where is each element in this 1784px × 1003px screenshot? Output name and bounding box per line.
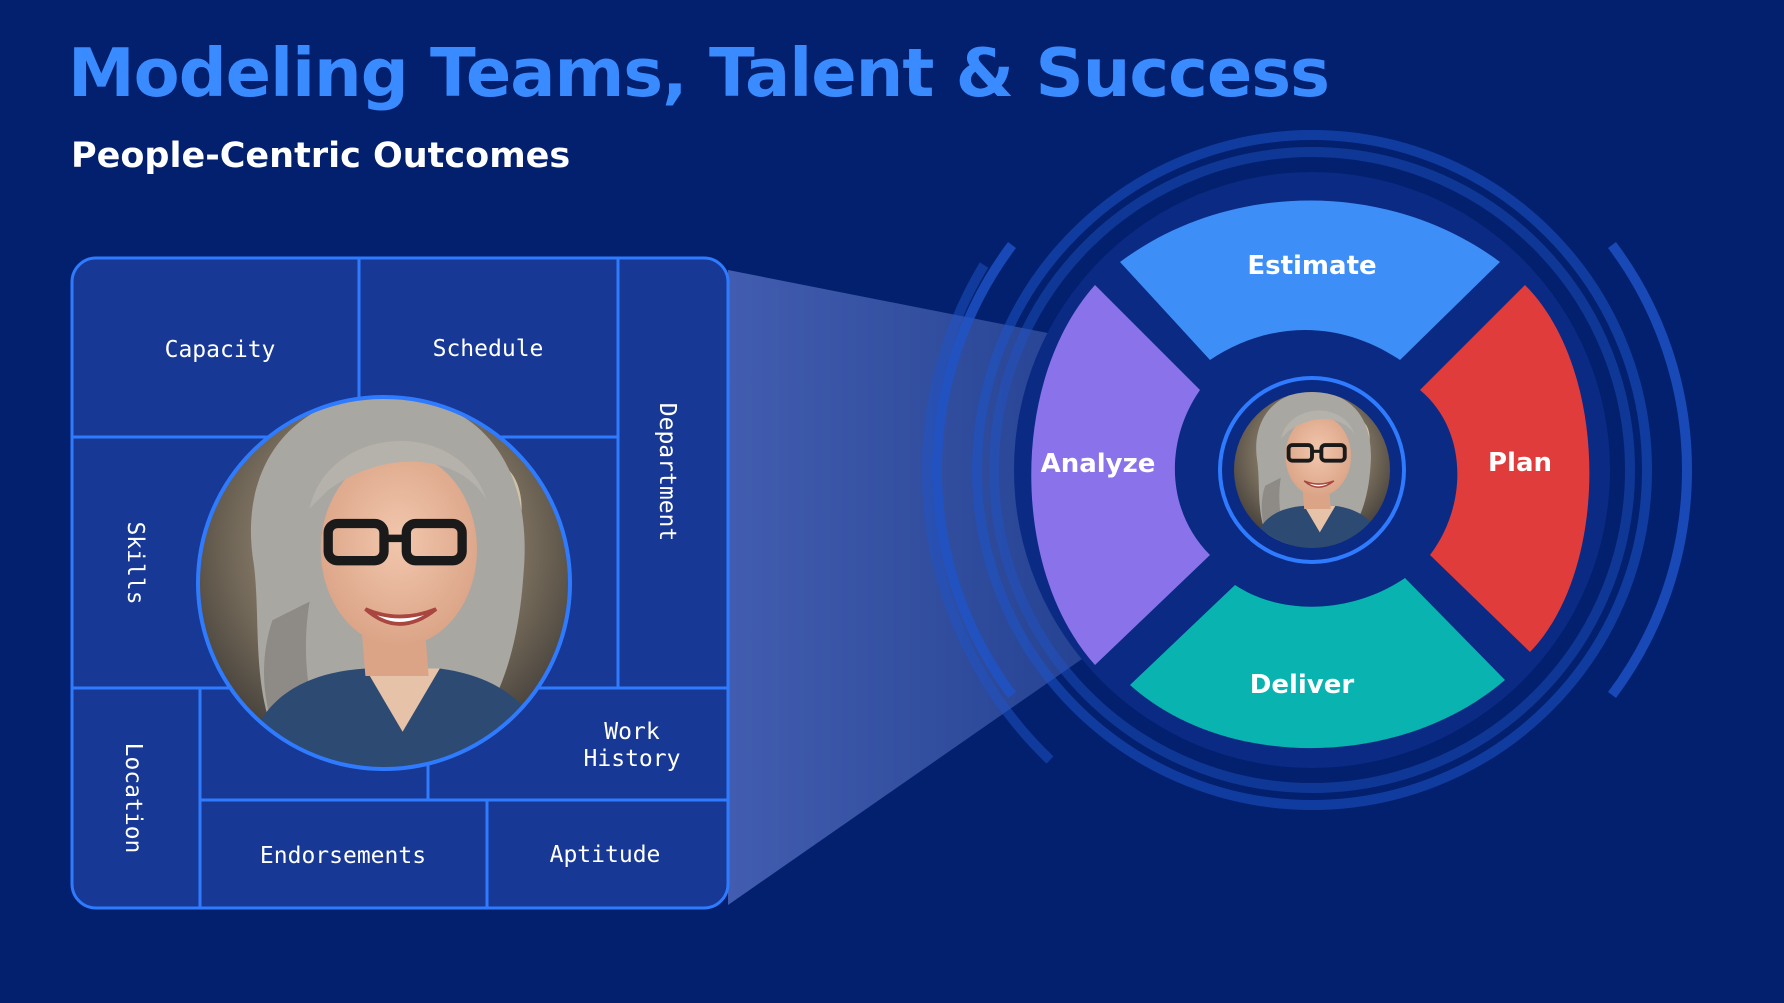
outer-rings: [921, 130, 1692, 810]
capacity-label: Capacity: [165, 337, 276, 363]
estimate-segment[interactable]: [1120, 200, 1500, 361]
analyze-segment[interactable]: [1031, 285, 1210, 665]
analyze-label: Analyze: [1041, 449, 1156, 479]
deliver-label: Deliver: [1250, 670, 1355, 700]
schedule-label: Schedule: [433, 336, 544, 362]
deliver-segment[interactable]: [1130, 578, 1505, 749]
page-title: Modeling Teams, Talent & Success: [68, 34, 1330, 112]
endorsements-label: Endorsements: [260, 843, 426, 869]
plan-segment[interactable]: [1420, 285, 1590, 652]
plan-label: Plan: [1488, 448, 1552, 478]
location-label: Location: [120, 743, 146, 854]
estimate-label: Estimate: [1247, 251, 1376, 281]
skills-label: Skills: [122, 521, 148, 604]
center-portrait: [1234, 392, 1390, 548]
work-history-label-line2: History: [584, 746, 681, 772]
page-subtitle: People-Centric Outcomes: [71, 136, 571, 176]
department-label: Department: [654, 403, 680, 541]
work-history-label-line1: Work: [604, 719, 660, 745]
portrait-ring: [196, 395, 572, 771]
aptitude-label: Aptitude: [550, 842, 661, 868]
